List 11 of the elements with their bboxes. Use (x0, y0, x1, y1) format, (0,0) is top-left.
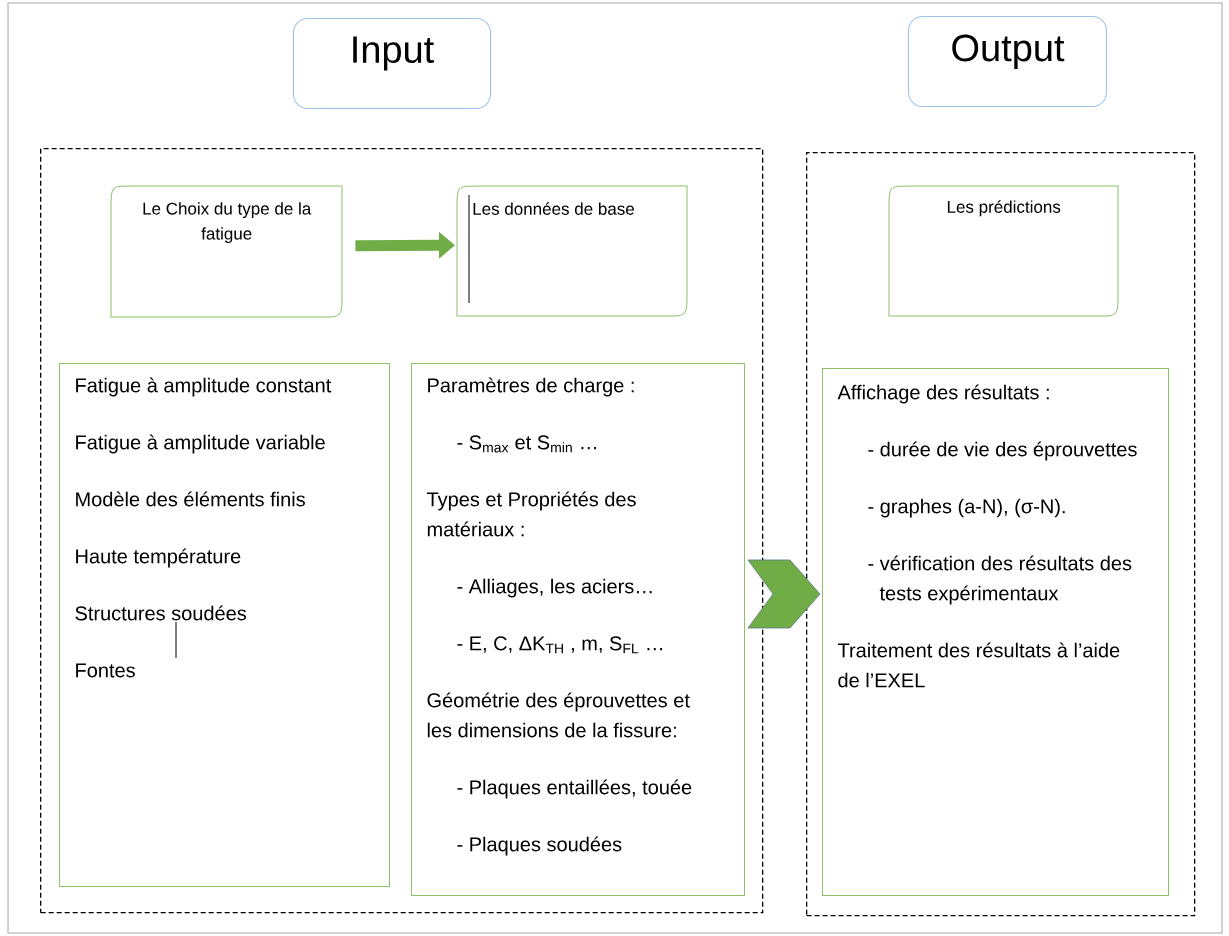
dashed-region (806, 152, 1196, 917)
rounded-box: Le Choix du type de la fatigue (110, 185, 343, 318)
list-box: Affichage des résultats : - durée de vie des éprouvettes - graphes (a-N), (σ-N). - vérification des résultats des tests expérimentaux Traitement des résultats à l’aide de l’EXEL (822, 368, 1169, 896)
rounded-box: Les données de base (456, 185, 688, 317)
list-box: Fatigue à amplitude constant Fatigue à amplitude variable Modèle des éléments finis Haute température Structures soudées Fontes (59, 363, 390, 887)
list-box: Paramètres de charge : - S$_{max}$ et S$_{min}$ … Types et Propriétés des matériaux : - Alliages, les aciers… - E, C, ΔK$_{TH}$ , m, S$_{FL}$ … Géométrie des éprouvettes et les dimensions de la fissure: - Plaques entaillées, touée - Plaques soudées (411, 363, 745, 896)
chevron-arrow (747, 559, 821, 629)
title-box: Output (908, 16, 1107, 107)
rounded-box: Les prédictions (888, 185, 1119, 317)
dashed-region (40, 148, 764, 914)
title-box: Input (293, 18, 491, 109)
